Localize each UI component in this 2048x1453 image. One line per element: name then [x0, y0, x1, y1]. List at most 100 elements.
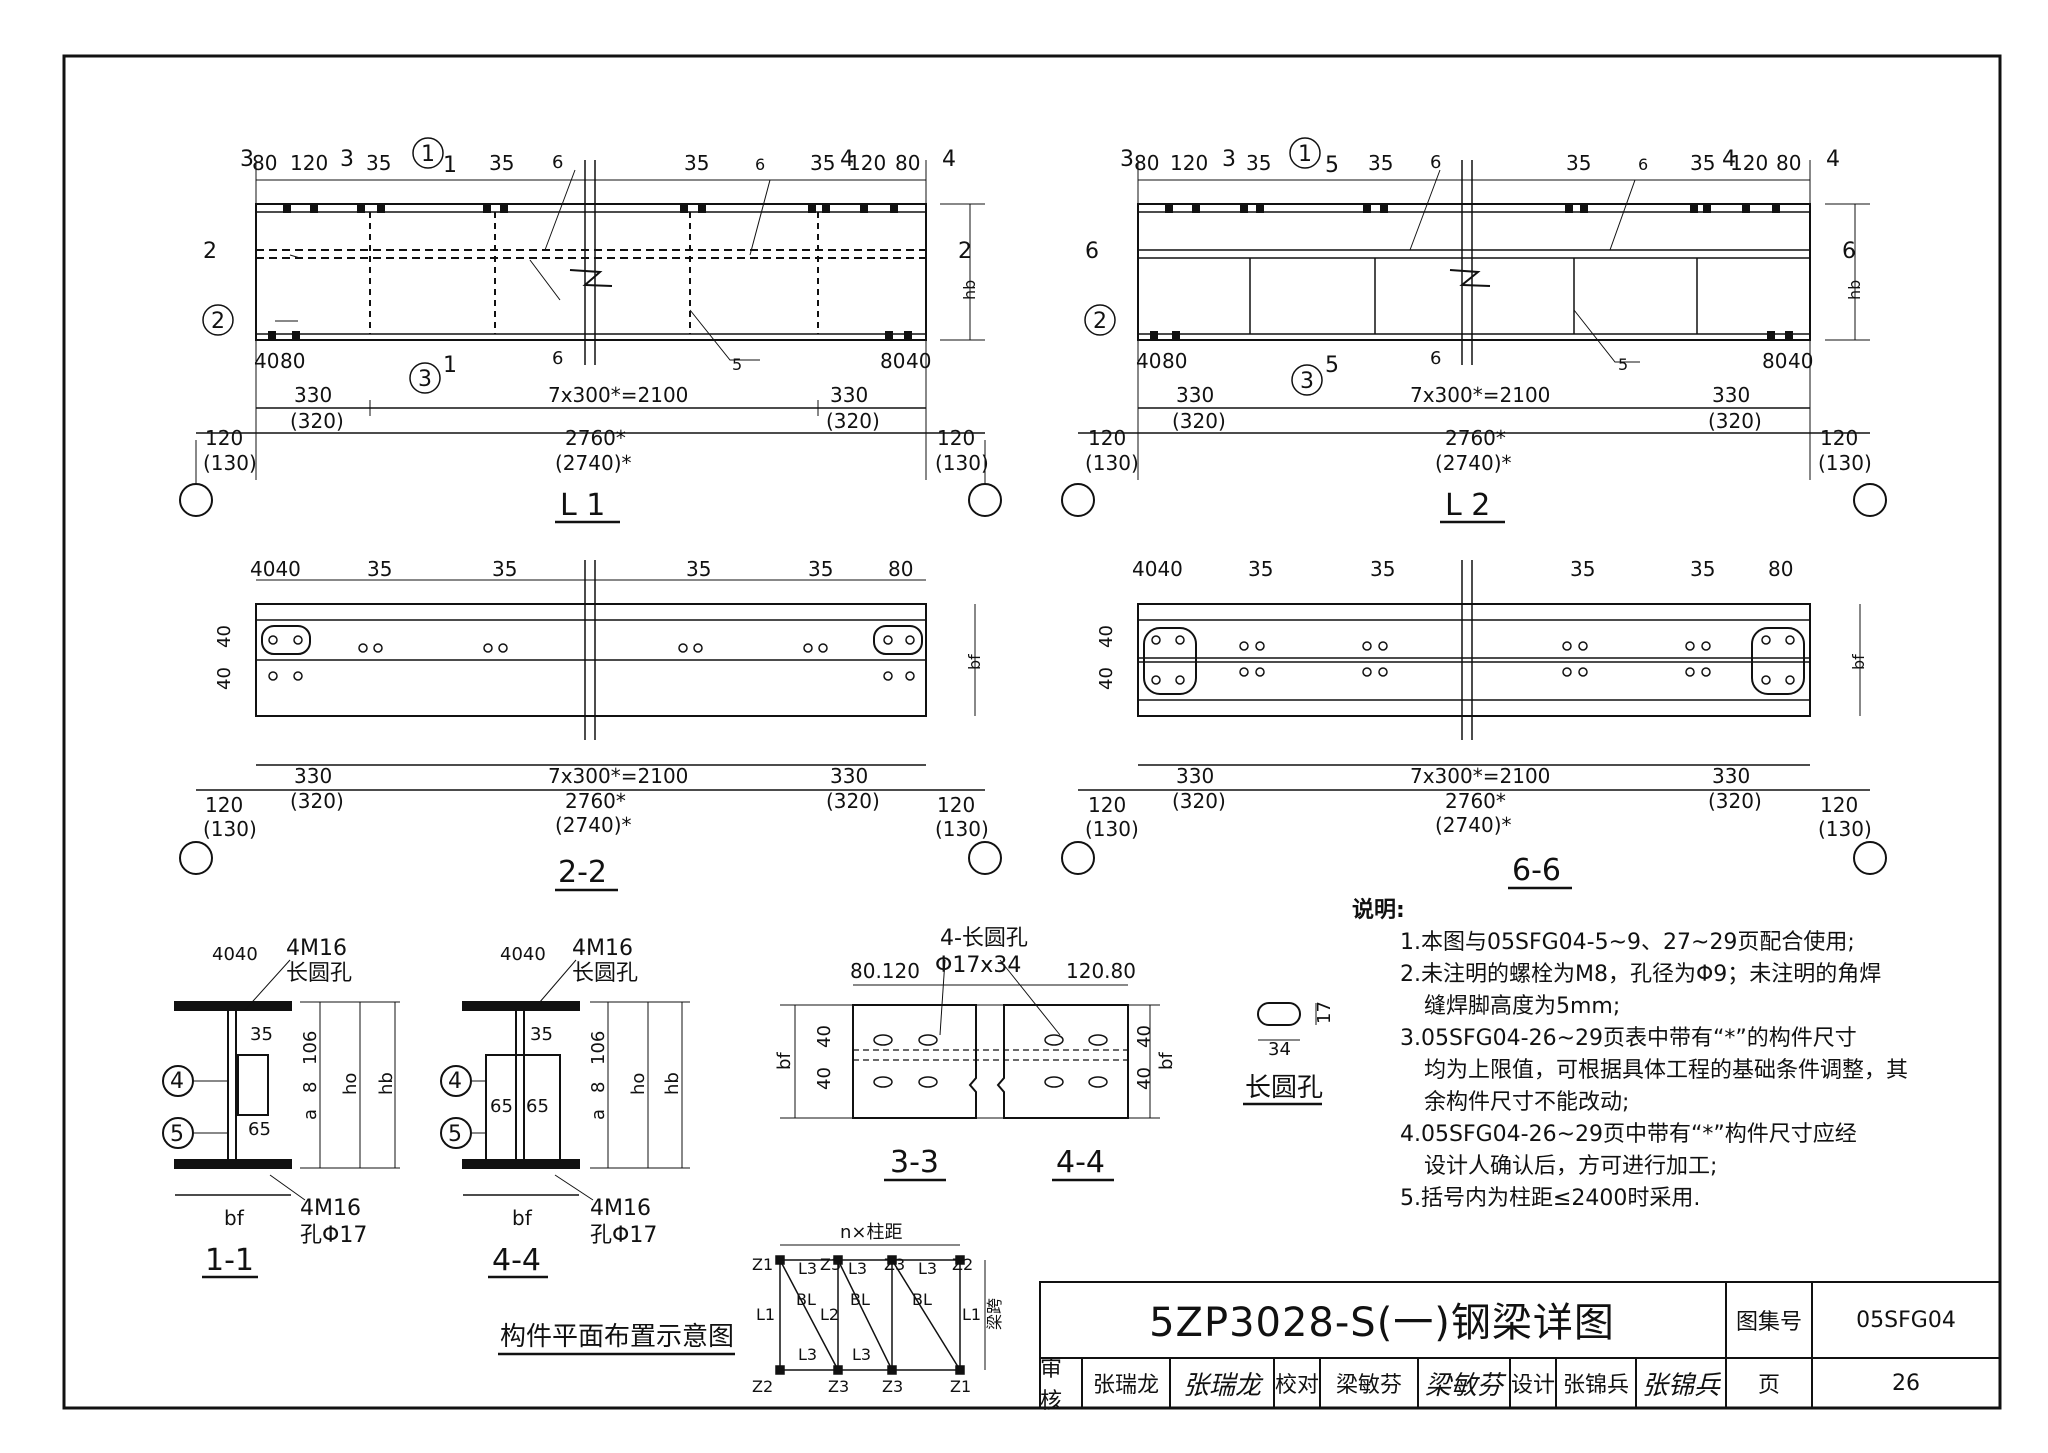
plan-label: Z2 [952, 1255, 973, 1274]
plan-label: L3 [848, 1259, 867, 1278]
dim-text: (130) [203, 451, 257, 475]
weld-mark: 5 [1618, 355, 1628, 374]
dim-text: 120.80 [1066, 959, 1136, 983]
dim-text: 120 [205, 793, 243, 817]
hole-spec: 孔Φ17 [300, 1223, 367, 1248]
dim-text: (2740)* [555, 813, 632, 837]
atlas-number: 05SFG04 [1856, 1307, 1956, 1333]
dim-text: 40 [1134, 1025, 1155, 1048]
dim-text: 40 [1134, 1067, 1155, 1090]
layout-plan-labels: n×柱距 Z1 L3 Z3 L3 Z3 L3 Z2 L1 BL L2 BL BL… [498, 1222, 1004, 1396]
dim-text: 80 [1134, 151, 1159, 175]
plan-label: Z3 [820, 1255, 841, 1274]
dim-text: 120 [937, 426, 975, 450]
dim-text: 4040 [250, 557, 301, 581]
dim-text: (320) [826, 409, 880, 433]
dim-text: (130) [1085, 451, 1139, 475]
weld-mark: 6 [1638, 155, 1648, 174]
dim-text: 120 [1088, 793, 1126, 817]
note-line: 均为上限值，可根据具体工程的基础条件调整，其 [1424, 1058, 1909, 1083]
dim-text: 34 [1268, 1039, 1291, 1060]
dim-text: 120 [1170, 151, 1208, 175]
section-mark: 6 [1842, 239, 1856, 264]
dim-text: 35 [489, 151, 514, 175]
dim-text: ho [340, 1073, 361, 1095]
dim-text: 120 [1820, 793, 1858, 817]
dim-text: 40 [814, 1067, 835, 1090]
note-line: 设计人确认后，方可进行加工; [1424, 1154, 1718, 1179]
dim-text: bf [224, 1206, 245, 1230]
view-title: L 1 [560, 488, 605, 523]
view-title: L 2 [1445, 488, 1490, 523]
plan-label: L3 [798, 1259, 817, 1278]
layout-plan-title: 构件平面布置示意图 [500, 1322, 734, 1352]
4-4-section-labels: 4040 4M16 长圆孔 35 65 65 8 106 a ho hb 4 5… [448, 936, 683, 1279]
check-label: 校对 [1274, 1373, 1319, 1398]
dim-text: 330 [1712, 383, 1750, 407]
dim-text: 35 [367, 557, 392, 581]
dim-text: 330 [830, 764, 868, 788]
2-2-labels: 4040 35 35 35 35 80 40 40 bf 330 (320) 7… [203, 557, 989, 892]
dim-text: (130) [935, 817, 989, 841]
plan-label: L3 [918, 1259, 937, 1278]
dim-text: a [588, 1109, 609, 1120]
dim-text: (320) [1172, 789, 1226, 813]
dim-text: 330 [294, 383, 332, 407]
designer-name: 张锦兵 [1562, 1373, 1629, 1398]
bolt-spec: 4M16 [286, 936, 347, 961]
note-line: 缝焊脚高度为5mm; [1424, 994, 1621, 1019]
slot-spec: Φ17x34 [935, 953, 1021, 978]
section-mark: 1 [443, 353, 457, 378]
marker-text: 4 [448, 1069, 462, 1094]
marker-text: 3 [1300, 369, 1314, 394]
dim-text: 80 [895, 151, 920, 175]
section-mark: 3 [1222, 147, 1236, 172]
l2-bolts [1150, 205, 1793, 339]
plan-label: Z3 [828, 1377, 849, 1396]
dim-text: hb [960, 280, 979, 300]
section-mark: 4 [1722, 147, 1736, 172]
dim-text: n×柱距 [840, 1222, 903, 1243]
section-mark: 1 [443, 153, 457, 178]
dim-text: 40 [814, 1025, 835, 1048]
marker-text: 5 [448, 1122, 462, 1147]
view-title: 4-4 [1056, 1145, 1105, 1180]
dim-text: 17 [1314, 1001, 1335, 1024]
dim-text: 35 [1690, 151, 1715, 175]
view-3-3-4-4-plates [780, 959, 1160, 1119]
dim-text: 80 [1762, 349, 1787, 373]
dim-text: 80 [252, 151, 277, 175]
atlas-label: 图集号 [1735, 1310, 1802, 1335]
dim-text: 8 [588, 1082, 609, 1093]
1-1-labels: 4040 4M16 长圆孔 35 65 8 106 a ho hb 4 5 bf… [170, 936, 397, 1279]
plan-label: L3 [798, 1345, 817, 1364]
section-mark: 4 [1826, 147, 1840, 172]
weld-mark: 6 [1430, 348, 1441, 369]
dim-text: bf [1849, 654, 1868, 670]
notes-heading: 说明: [1352, 898, 1405, 923]
dim-text: 80 [1768, 557, 1793, 581]
dim-text: 80 [888, 557, 913, 581]
dim-text: 35 [1566, 151, 1591, 175]
plate-slots [873, 1034, 1108, 1088]
marker-text: 5 [170, 1122, 184, 1147]
dim-text: bf [965, 654, 984, 670]
l1-labels: 80 120 35 35 35 35 120 80 40 80 80 40 33… [202, 137, 989, 524]
dim-text: 120 [205, 426, 243, 450]
plan-label: L2 [820, 1305, 839, 1324]
plan-label: L1 [756, 1305, 775, 1324]
plan-label: Z2 [752, 1377, 773, 1396]
dim-text: 65 [248, 1119, 271, 1140]
sheet-border [62, 54, 2002, 1410]
dim-text: 80 [1162, 349, 1187, 373]
plan-label: Z3 [882, 1377, 903, 1396]
dim-text: 7x300*=2100 [548, 383, 688, 407]
dim-text: 120 [1730, 151, 1768, 175]
section-mark: 4 [840, 147, 854, 172]
dim-text: 40 [1788, 349, 1813, 373]
marker-text: 1 [1298, 142, 1312, 167]
dim-text: (2740)* [555, 451, 632, 475]
notes-block: 说明: 1.本图与05SFG04-5~9、27~29页配合使用; 2.未注明的螺… [1352, 895, 1912, 1215]
view-4-4-section [440, 959, 690, 1201]
dim-text: hb [662, 1072, 683, 1095]
